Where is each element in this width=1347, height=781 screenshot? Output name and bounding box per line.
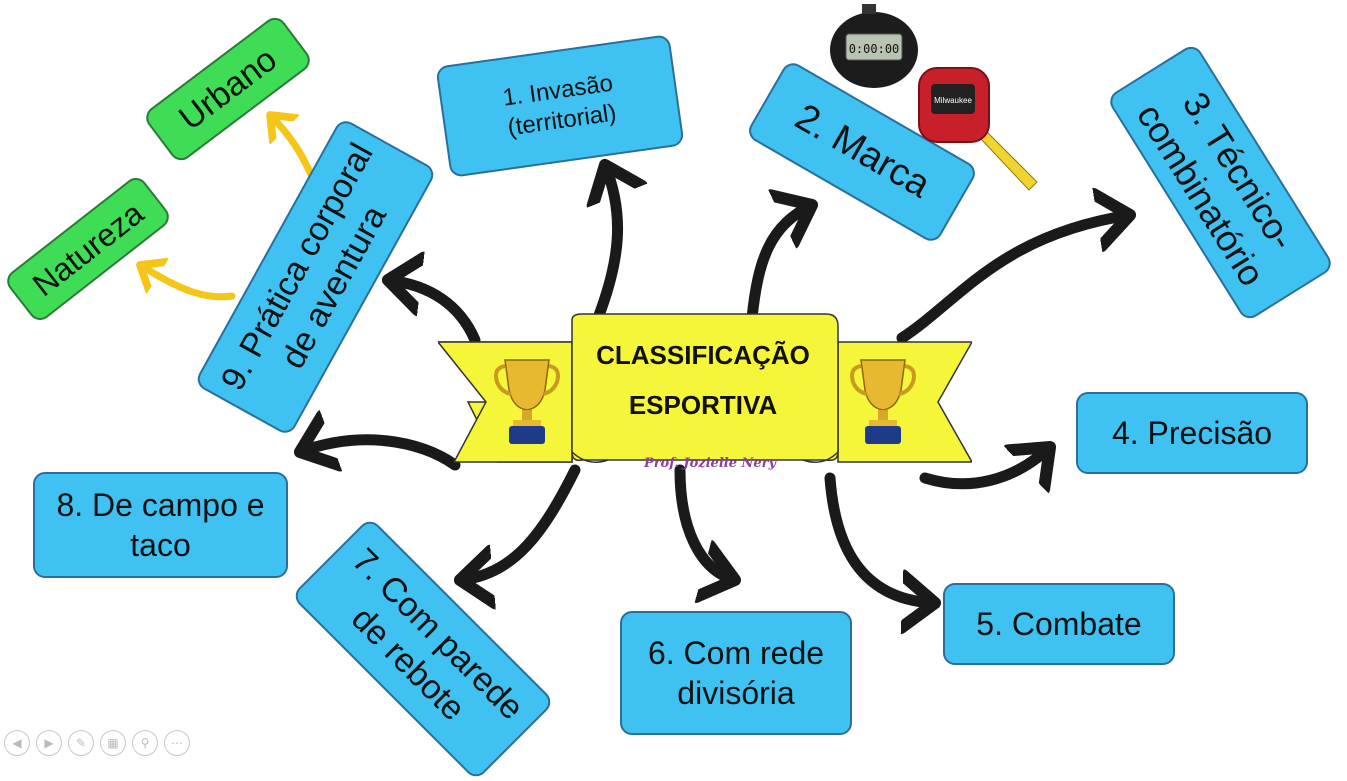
arrow-to-marca [746,205,812,324]
stopwatch-icon: 0:00:00 [830,4,918,88]
arrow-to-invasao [598,165,618,324]
slides-icon[interactable]: ▦ [100,730,126,756]
next-icon[interactable]: ▶ [36,730,62,756]
tape-measure-icon: Milwaukee [918,67,1038,191]
trophy-icon [850,359,916,444]
category-campo-taco[interactable]: 8. De campo e taco [33,472,288,578]
previous-icon[interactable]: ◀ [4,730,30,756]
category-precisao-label: 4. Precisão [1111,415,1273,451]
category-campo-line2: taco [130,527,191,563]
center-title-line2: ESPORTIVA [628,390,778,420]
more-icon[interactable]: ⋯ [164,730,190,756]
category-combate[interactable]: 5. Combate [943,583,1175,665]
arrow-to-combate [824,472,935,603]
zoom-icon[interactable]: ⚲ [132,730,158,756]
trophy-icon [494,359,560,444]
category-rede-line2: divisória [677,675,795,711]
center-title: CLASSIFICAÇÃO ESPORTIVA [572,330,834,430]
category-campo-line1: 8. De campo e [56,487,265,523]
arrow-to-campo [300,440,461,465]
category-rede-line1: 6. Com rede [647,635,825,671]
connector-arrows [0,0,1347,756]
arrow-to-aventura [388,280,481,346]
author-credit: Prof. Jozielle Nery [643,456,777,471]
category-combate-label: 5. Combate [976,606,1142,642]
arrow-to-precisao [919,447,1050,484]
pen-icon[interactable]: ✎ [68,730,94,756]
arrow-to-tecnico [896,215,1130,344]
center-title-line1: CLASSIFICAÇÃO [596,340,810,370]
category-precisao[interactable]: 4. Precisão [1076,392,1308,474]
category-rede-divisoria[interactable]: 6. Com rede divisória [620,611,852,735]
arrow-to-parede [460,464,581,580]
tape-brand: Milwaukee [934,96,972,105]
slideshow-toolbar: ◀ ▶ ✎ ▦ ⚲ ⋯ [4,730,190,756]
stopwatch-display: 0:00:00 [849,42,900,56]
arrow-to-rede [674,464,735,580]
yellow-arrow-to-natureza [140,265,236,301]
